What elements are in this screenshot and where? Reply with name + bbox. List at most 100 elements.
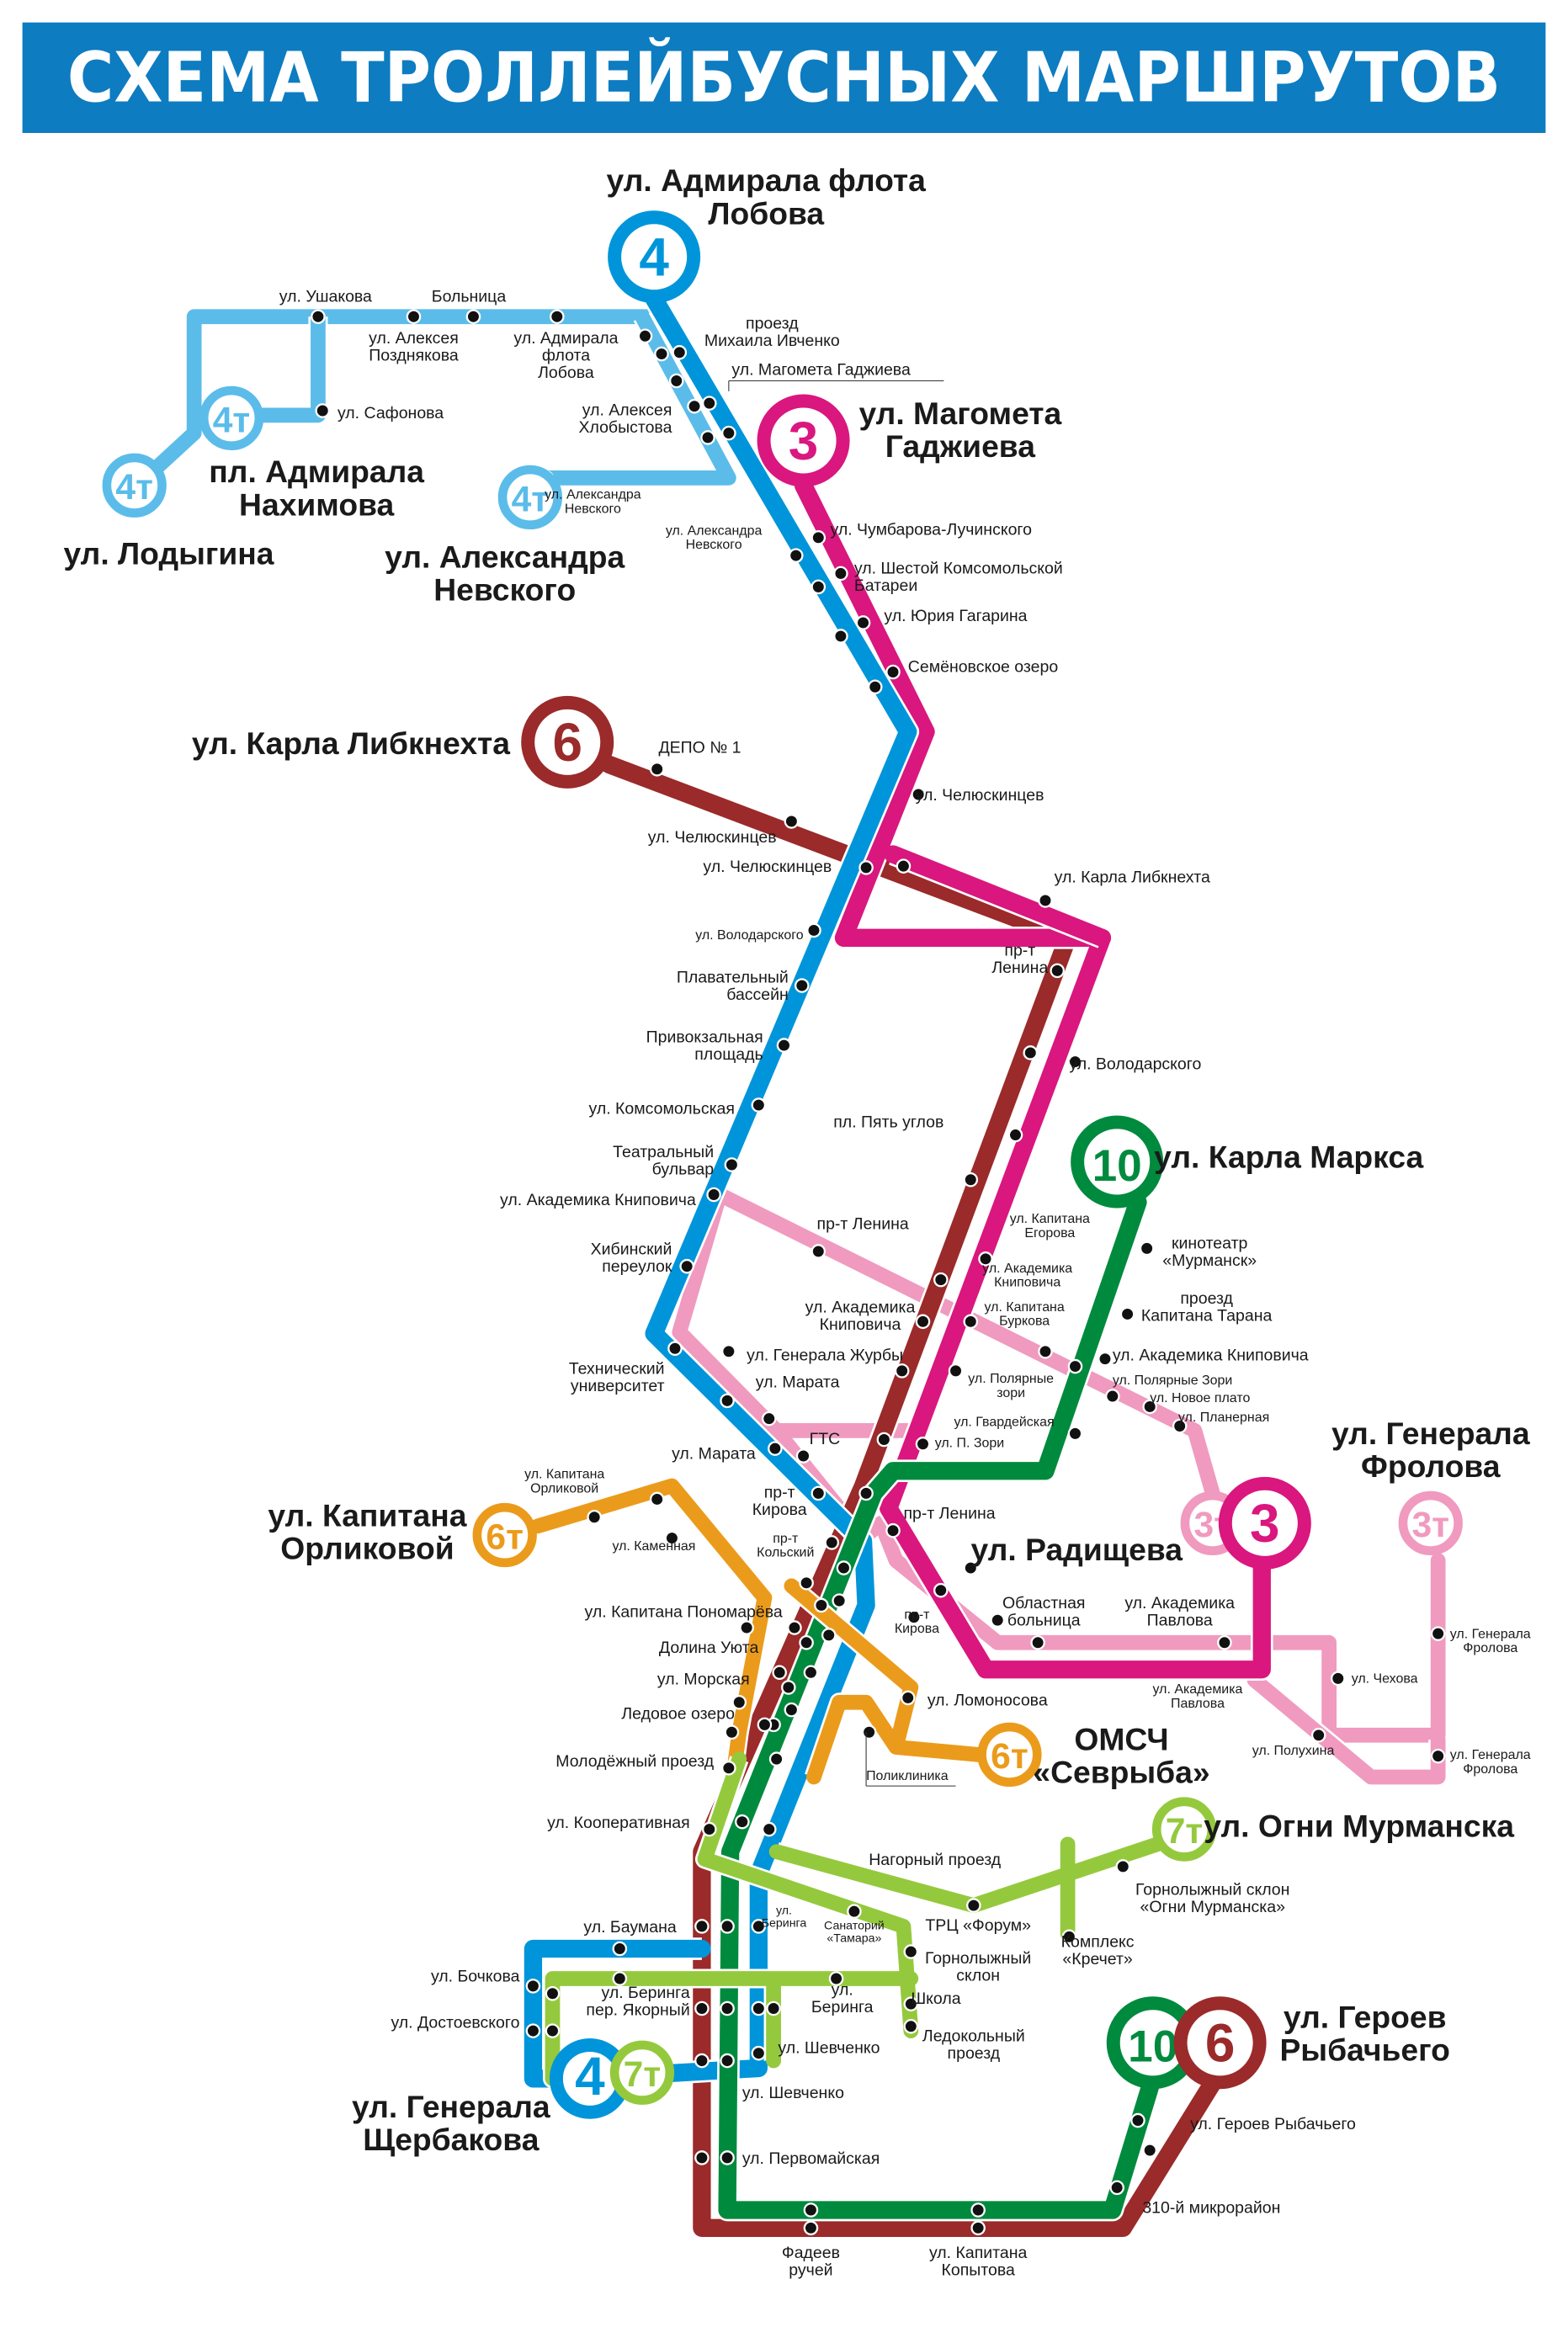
stop-dot: [867, 679, 883, 695]
stop-dot: [667, 1341, 683, 1357]
label-line: Комплекс: [1061, 1933, 1135, 1952]
stop-label: ул.Беринга: [811, 1981, 874, 2016]
stop-label: ул. Комсомольская: [589, 1100, 735, 1118]
label-line: Беринга: [811, 1998, 874, 2016]
label-line: пр-т: [764, 1484, 795, 1502]
terminal-ring: [609, 2040, 675, 2105]
stop-label: пл. Пять углов: [833, 1113, 943, 1132]
stop-dot: [903, 1996, 919, 2011]
label-line: «Огни Мурманска»: [1140, 1898, 1285, 1916]
label-line: ул. Академика: [1153, 1682, 1243, 1697]
label-line: Молодёжный проезд: [555, 1752, 714, 1771]
stop-label: Ледовое озеро: [621, 1704, 735, 1723]
stop-dot: [739, 1620, 754, 1635]
stop-dot: [1098, 1351, 1113, 1367]
label-line: Фролова: [1463, 1762, 1518, 1777]
stop-dot: [1430, 1748, 1446, 1764]
stop-dot: [720, 2053, 735, 2069]
label-line: ул. Генерала Журбы: [747, 1346, 903, 1364]
label-line: ул. Адмирала флота: [606, 162, 926, 198]
stop-dot: [721, 1761, 736, 1776]
stop-dot: [694, 1919, 710, 1934]
stop-dot: [772, 1665, 787, 1681]
stop-label: ГТС: [810, 1430, 841, 1448]
label-line: Капитана Тарана: [1141, 1307, 1273, 1326]
label-line: ул. Капитана: [1010, 1212, 1090, 1226]
label-line: Егорова: [1024, 1226, 1075, 1241]
stop-dot: [694, 2150, 710, 2165]
stop-dot: [806, 922, 821, 938]
terminal-route-6t: 6т: [977, 1722, 1042, 1788]
stop-dot: [1109, 2180, 1124, 2196]
route-number: 4т: [213, 400, 251, 440]
stop-label: ул. Генерала Журбы: [747, 1346, 903, 1364]
stop-markers: [311, 309, 1446, 2236]
label-line: Позднякова: [369, 347, 459, 365]
label-line: ул. Генерала: [1331, 1416, 1530, 1451]
stop-label: ул. Планерная: [1178, 1411, 1269, 1425]
stop-label: Больница: [432, 287, 507, 305]
label-line: ул. П. Зори: [935, 1436, 1004, 1450]
stop-label: ул. Достоевского: [391, 2014, 519, 2032]
stop-dot: [1139, 1241, 1155, 1257]
stop-dot: [654, 346, 669, 362]
stop-label: ул. Чехова: [1352, 1672, 1418, 1687]
stop-label: ул. Гвардейская: [954, 1416, 1055, 1430]
label-line: ул. Кооперативная: [547, 1814, 690, 1832]
stop-dot: [811, 1485, 827, 1501]
stop-dot: [966, 1898, 981, 1913]
stop-dot: [963, 1560, 979, 1575]
stop-label: ул. Челюскинцев: [703, 858, 832, 876]
terminal-ring: [497, 465, 563, 530]
page-title: СХЕМА ТРОЛЛЕЙБУСНЫХ МАРШРУТОВ: [67, 38, 1501, 119]
stop-dot: [876, 1432, 892, 1448]
label-line: Лобова: [708, 195, 824, 231]
label-line: пр-т: [773, 1532, 799, 1546]
label-line: пр-т: [1004, 942, 1035, 960]
stop-label: Молодёжный проезд: [555, 1752, 714, 1771]
stop-dot: [814, 1597, 829, 1613]
stop-label: ул. Ушакова: [279, 287, 372, 305]
label-line: ул. Академика: [805, 1299, 916, 1317]
label-line: склон: [956, 1967, 1000, 1985]
label-line: Невского: [433, 571, 576, 607]
stop-dot: [1142, 2143, 1157, 2158]
label-line: Орликовой: [280, 1531, 454, 1566]
stop-dot: [799, 1635, 814, 1650]
label-line: Ледокольный: [922, 2027, 1025, 2046]
stop-label: пр-т Ленина: [903, 1505, 995, 1523]
stop-label: ул. П. Зори: [935, 1436, 1004, 1450]
label-line: Лобова: [538, 364, 594, 382]
stop-label: ул. Академика Книповича: [500, 1191, 696, 1209]
stop-label: Горнолыжный склон«Огни Мурманска»: [1135, 1881, 1289, 1916]
stop-label: ул. Академика Книповича: [1113, 1346, 1309, 1364]
stop-dot: [1061, 1929, 1077, 1945]
route-number: 4: [575, 2046, 605, 2107]
stop-dot: [855, 615, 871, 630]
label-line: ул. Магомета Гаджиева: [731, 360, 911, 379]
label-line: ул. Капитана Пономарёва: [585, 1603, 783, 1622]
label-line: ул. Огни Мурманска: [1204, 1808, 1514, 1843]
stop-dot: [811, 530, 827, 545]
label-line: Копытова: [941, 2261, 1014, 2279]
label-line: «Мурманск»: [1162, 1251, 1257, 1270]
stop-dot: [836, 1560, 852, 1575]
stop-dot: [803, 2220, 819, 2236]
label-line: ул. Лодыгина: [63, 536, 274, 571]
stop-dot: [1130, 2112, 1145, 2128]
label-line: ул. Шевченко: [742, 2084, 844, 2102]
stop-dot: [720, 2000, 735, 2016]
